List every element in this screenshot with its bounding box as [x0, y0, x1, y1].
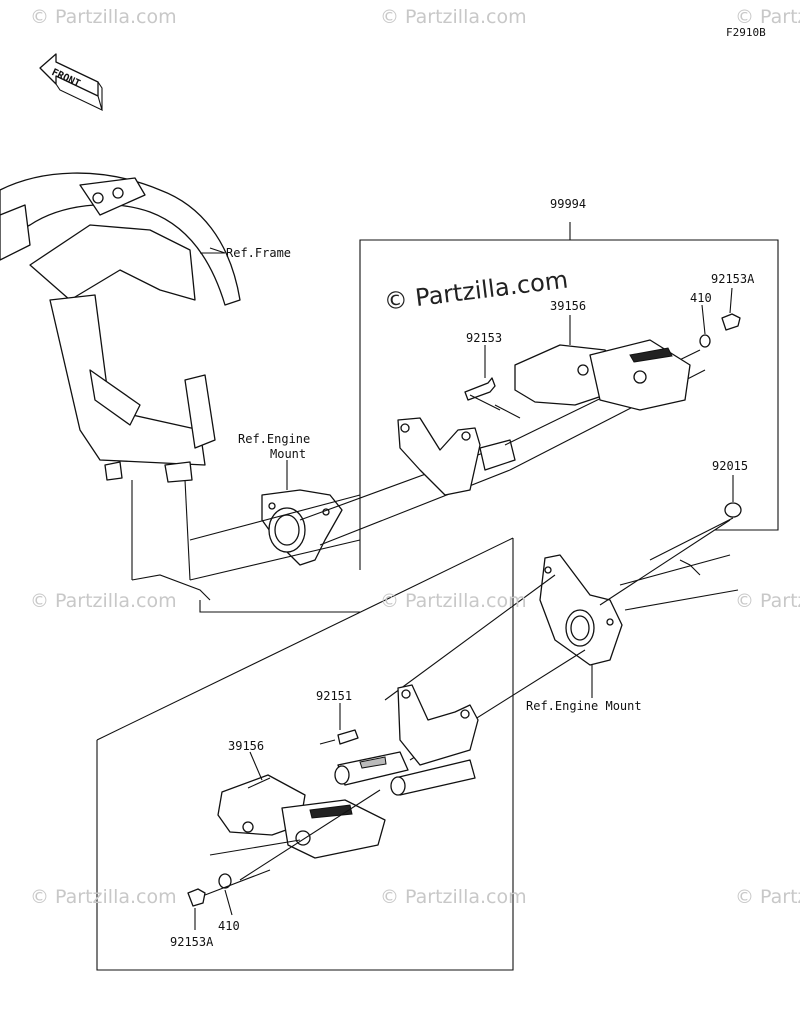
watermark-tr: © Partzilla.com [735, 6, 800, 28]
lower-slider-assembly [187, 684, 479, 907]
kit-group-box-upper [359, 239, 779, 570]
callout-bolt-left-long: 92151 [316, 689, 353, 703]
callout-ref-engine-mount-1b: Mount [270, 447, 307, 461]
watermark-mc: © Partzilla.com [380, 590, 527, 612]
callout-ref-engine-mount-1a: Ref.Engine [238, 432, 311, 446]
callout-slider-right: 39156 [550, 299, 587, 313]
callout-bolt-right-long: 92153 [466, 331, 503, 345]
callout-washer-left: 410 [218, 919, 240, 933]
callout-kit: 99994 [550, 197, 587, 211]
callout-slider-left: 39156 [228, 739, 265, 753]
frame-assembly [0, 172, 360, 613]
callout-nut-right: 92015 [712, 459, 749, 473]
leader-lines [194, 252, 734, 930]
watermark-ml: © Partzilla.com [30, 590, 177, 612]
watermark-br: © Partzilla.com [735, 886, 800, 908]
callout-bolt-left-short: 92153A [170, 935, 214, 949]
watermark-bc: © Partzilla.com [380, 886, 527, 908]
diagram-code: F2910B [726, 26, 766, 39]
callout-ref-frame: Ref.Frame [226, 246, 292, 260]
upper-mount-assembly [189, 349, 706, 581]
watermark-tc: © Partzilla.com [380, 6, 527, 28]
callout-bolt-right-short: 92153A [711, 272, 755, 286]
callout-ref-engine-mount-2: Ref.Engine Mount [526, 699, 642, 713]
watermark-bl: © Partzilla.com [30, 886, 177, 908]
front-arrow-icon [39, 53, 103, 112]
watermark-mr: © Partzilla.com [735, 590, 800, 612]
callout-washer-right: 410 [690, 291, 712, 305]
upper-slider-assembly [464, 313, 741, 419]
lower-mount-assembly [96, 502, 742, 761]
watermark-tl: © Partzilla.com [30, 6, 177, 28]
kit-group-box-lower [96, 538, 514, 971]
